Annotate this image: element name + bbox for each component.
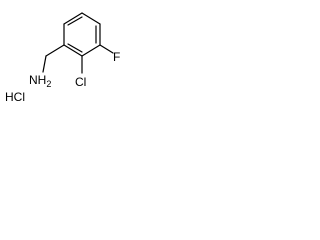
- bond-ch2-to-n: [42, 55, 47, 73]
- amine-label: NH2: [29, 73, 51, 89]
- hydrochloride-label: HCl: [5, 90, 25, 104]
- chlorine-label: Cl: [75, 75, 86, 89]
- ring-bond-c1-c2: [63, 44, 83, 57]
- benzene-ring: [63, 12, 101, 57]
- chemical-structure-diagram: NH2 Cl F HCl: [5, 12, 120, 104]
- fluorine-label: F: [113, 50, 120, 64]
- ring-bond-c4-c5: [81, 12, 101, 25]
- ring-bond-c2-c3: [81, 44, 101, 57]
- ring-double-bond-c1-c2: [67, 43, 83, 53]
- ring-bond-c5-c6: [63, 12, 83, 25]
- bond-ring-to-ch2: [45, 44, 65, 57]
- ring-double-bond-c5-c6: [67, 16, 83, 26]
- bond-ring-to-f: [99, 44, 114, 54]
